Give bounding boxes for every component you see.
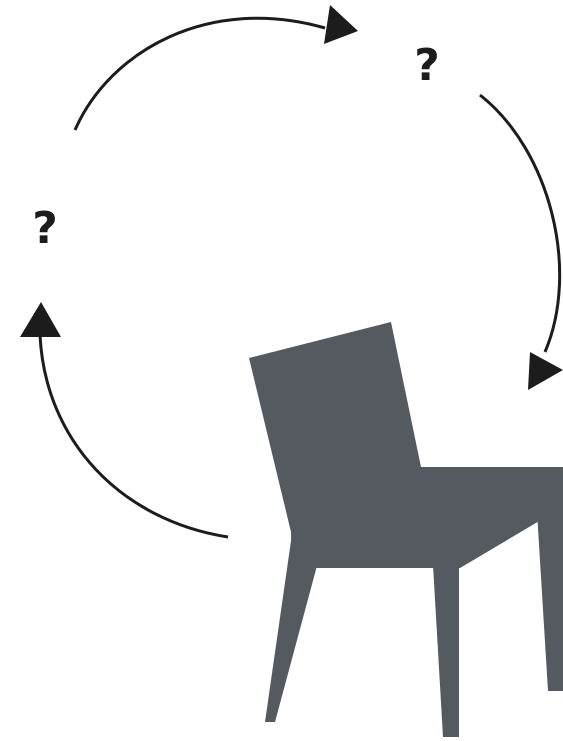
arrow-line — [73, 16, 326, 131]
arrowhead-icon — [324, 5, 358, 44]
arrow-left-to-top — [73, 5, 358, 131]
arrow-top-to-chair — [479, 93, 563, 390]
chair-leg-back-right — [537, 512, 563, 691]
chair-leg-front-middle — [433, 565, 459, 737]
node-top-right-label: ? — [414, 40, 440, 91]
arrowhead-icon — [20, 302, 61, 337]
chair-body — [249, 322, 563, 568]
arrow-chair-to-left — [20, 302, 229, 539]
arrowhead-icon — [528, 352, 563, 390]
node-left-label: ? — [32, 203, 58, 254]
arrow-line — [38, 334, 229, 539]
arrow-line — [479, 93, 562, 353]
chair-icon — [249, 322, 563, 737]
chair-leg-front-left — [265, 534, 318, 722]
